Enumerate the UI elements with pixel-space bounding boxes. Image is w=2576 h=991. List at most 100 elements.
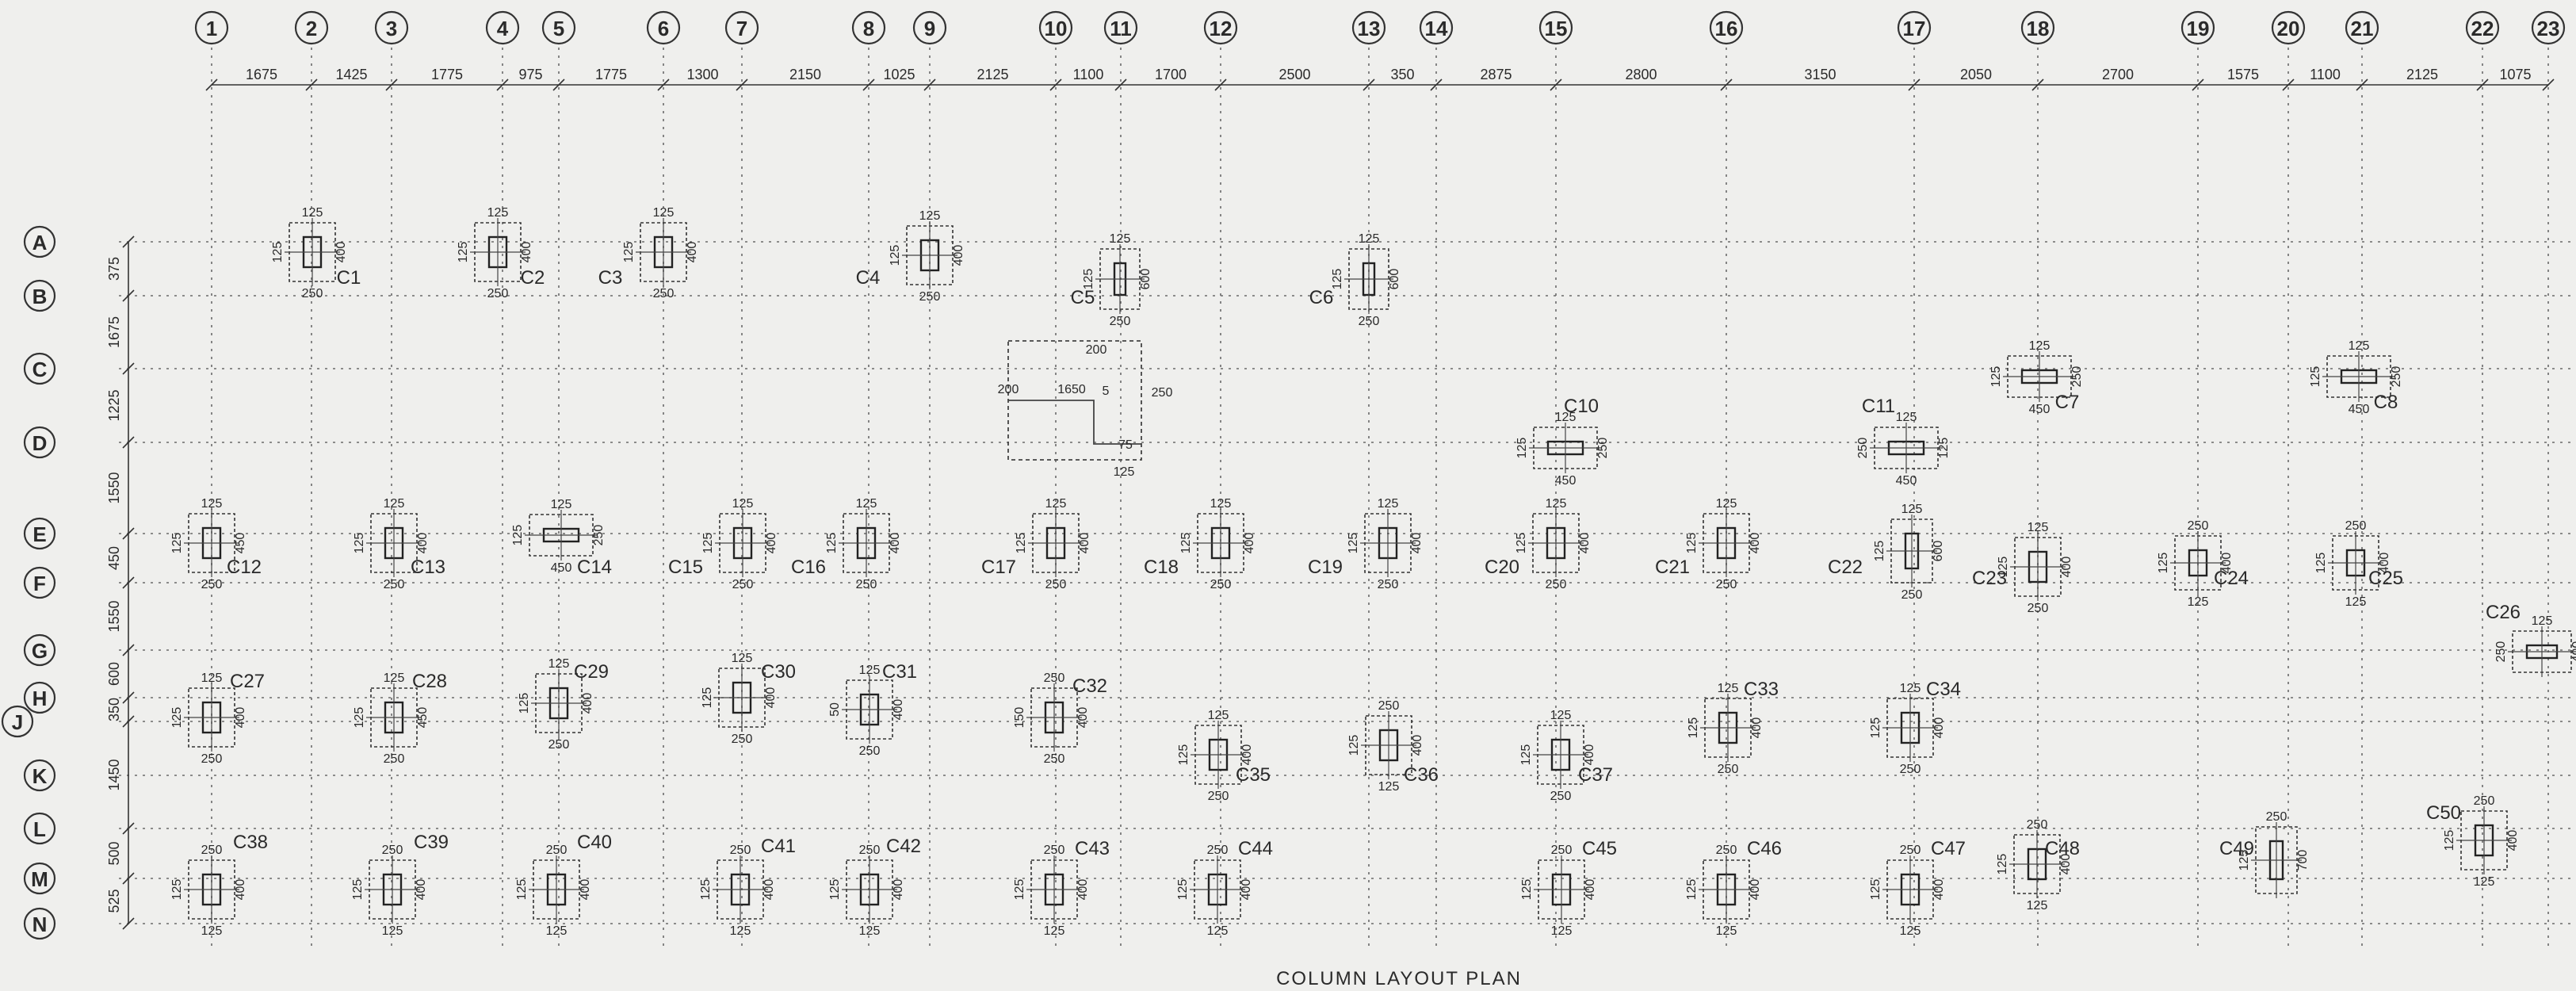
grid-bubble-label: 10 xyxy=(1045,17,1068,40)
grid-bubble-10: 10 xyxy=(1038,10,1073,45)
column-dimension-label: 125 xyxy=(1716,924,1737,938)
column-dimension-label: 250 xyxy=(1378,578,1399,591)
grid-bubble-label: 1 xyxy=(206,17,217,40)
grid-bubble-circle xyxy=(23,681,56,714)
left-dimension-label: 525 xyxy=(106,889,122,913)
column-dimension-label: 125 xyxy=(1044,924,1065,938)
grid-bubble-circle xyxy=(2465,10,2500,45)
top-dimension-tick xyxy=(305,78,318,91)
left-dimension-tick xyxy=(122,691,135,704)
left-dimension-label: 1225 xyxy=(106,389,122,421)
column-dimension-label: 125 xyxy=(302,206,323,220)
column-dimension-label: 250 xyxy=(1045,578,1067,591)
grid-bubble-19: 19 xyxy=(2180,10,2215,45)
grid-bubble-label: 18 xyxy=(2027,17,2050,40)
column-dimension-label: 250 xyxy=(1546,578,1567,591)
top-dimension-tick xyxy=(1363,78,1375,91)
column-label: C20 xyxy=(1485,557,1519,578)
column-dimension-label: 125 xyxy=(2474,875,2495,889)
grid-bubble-circle xyxy=(374,10,409,45)
top-dimension-tick xyxy=(2476,78,2489,91)
column-label: C14 xyxy=(577,557,612,578)
column-dimension-label: 125 xyxy=(1997,557,2010,578)
top-dimension-tick xyxy=(1720,78,1733,91)
column-dimension-label: 125 xyxy=(1996,854,2009,875)
column-dimension-label: 400 xyxy=(416,533,430,554)
grid-bubble-circle xyxy=(23,862,56,895)
grid-bubble-f: F xyxy=(23,566,56,599)
column-dimension-label: 125 xyxy=(1550,709,1572,722)
column-dimension-label: 250 xyxy=(856,578,877,591)
column-dimension-label: 125 xyxy=(1520,879,1534,901)
column-dimension-label: 400 xyxy=(686,242,699,263)
grid-bubble-label: E xyxy=(32,522,46,546)
column-dimension-label: 125 xyxy=(2188,595,2209,609)
stair-dimension-label: 125 xyxy=(1114,465,1135,479)
column-dimension-label: 125 xyxy=(1208,709,1229,722)
column-dimension-label: 250 xyxy=(1044,752,1065,766)
grid-bubble-14: 14 xyxy=(1419,10,1454,45)
column-dimension-label: 125 xyxy=(384,497,405,511)
column-dimension-label: 125 xyxy=(1210,497,1232,511)
grid-bubble-21: 21 xyxy=(2345,10,2379,45)
column-dimension-label: 125 xyxy=(701,533,715,554)
column-dimension-label: 125 xyxy=(1177,744,1191,766)
grid-bubble-a: A xyxy=(23,225,56,258)
column-label: C19 xyxy=(1308,557,1343,578)
top-dimension-tick xyxy=(862,78,875,91)
grid-bubble-label: 20 xyxy=(2277,17,2300,40)
top-dimension-label: 1675 xyxy=(246,67,277,82)
column-dimension-label: 125 xyxy=(1347,735,1361,756)
column-dimension-label: 125 xyxy=(487,206,509,220)
column-dimension-label: 125 xyxy=(1685,879,1699,901)
column-dimension-label: 250 xyxy=(2028,602,2049,615)
column-dimension-label: 150 xyxy=(1013,707,1026,729)
grid-bubble-label: 15 xyxy=(1545,17,1568,40)
stair-landing-outline xyxy=(1008,400,1141,445)
column-label: C30 xyxy=(761,661,796,683)
column-dimension-label: 400 xyxy=(2060,557,2073,578)
grid-bubble-2: 2 xyxy=(294,10,329,45)
column-dimension-label: 125 xyxy=(732,497,754,511)
left-dimension-tick xyxy=(122,644,135,656)
grid-bubble-label: 14 xyxy=(1425,17,1448,40)
grid-bubble-circle xyxy=(1419,10,1454,45)
column-dimension-label: 125 xyxy=(1378,780,1400,794)
column-dimension-label: 125 xyxy=(271,242,285,263)
column-dimension-label: 125 xyxy=(2309,366,2322,388)
top-dimension-label: 2150 xyxy=(789,67,821,82)
column-dimension-label: 450 xyxy=(1555,474,1577,488)
column-dimension-label: 400 xyxy=(1410,533,1424,554)
grid-bubble-circle xyxy=(2271,10,2306,45)
column-dimension-label: 400 xyxy=(892,699,905,721)
column-label: C28 xyxy=(412,671,447,692)
column-dimension-label: 400 xyxy=(889,533,902,554)
column-dimension-label: 400 xyxy=(1749,533,1762,554)
grid-bubble-circle xyxy=(294,10,329,45)
left-dimension-label: 1675 xyxy=(106,316,122,348)
top-dimension-label: 2800 xyxy=(1625,67,1657,82)
left-dimension-tick xyxy=(122,235,135,248)
column-dimension-label: 125 xyxy=(2345,595,2367,609)
column-dimension-label: 125 xyxy=(730,924,751,938)
column-dimension-label: 250 xyxy=(730,844,751,857)
left-dimension-tick xyxy=(122,576,135,589)
top-dimension-label: 1425 xyxy=(335,67,367,82)
grid-bubble-circle xyxy=(2345,10,2379,45)
grid-bubble-label: M xyxy=(31,867,48,891)
grid-bubble-18: 18 xyxy=(2020,10,2055,45)
column-dimension-label: 125 xyxy=(2027,899,2048,913)
top-dimension-label: 2700 xyxy=(2102,67,2134,82)
column-label: C22 xyxy=(1828,557,1863,578)
column-dimension-label: 250 xyxy=(1110,315,1131,328)
column-dimension-label: 250 xyxy=(859,744,881,758)
